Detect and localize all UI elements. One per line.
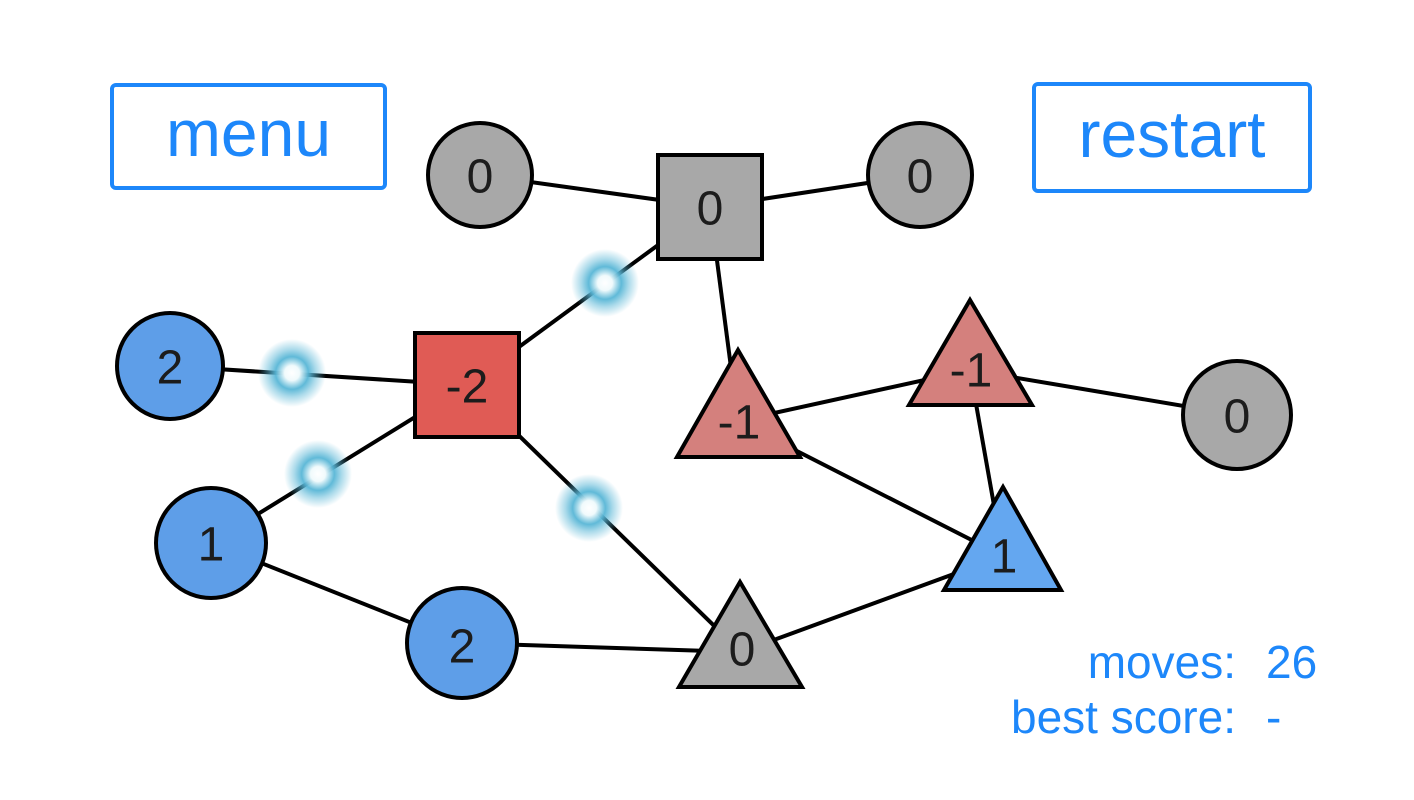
node-blue-triangle-right[interactable]: 1 [940,482,1065,592]
node-value: 0 [697,183,724,236]
node-value: 0 [907,151,934,204]
glow-layer [258,249,639,542]
node-red-triangle-right[interactable]: -1 [905,296,1036,407]
best-score-value: - [1266,691,1282,743]
best-score-label: best score: [1011,691,1236,743]
node-value: 2 [157,342,184,395]
node-value: 1 [991,531,1018,584]
edge-glow-marker[interactable] [258,339,326,407]
edge-glow-marker[interactable] [555,474,623,542]
node-blue-circle-left[interactable]: 2 [115,311,225,421]
node-gray-square-top[interactable]: 0 [656,153,764,261]
edge-glow-marker[interactable] [284,440,352,508]
node-value: 2 [449,621,476,674]
node-red-triangle-middle[interactable]: -1 [673,345,804,459]
node-value: 0 [729,624,756,677]
node-value: -2 [446,361,489,414]
edge-glow-marker[interactable] [571,249,639,317]
node-value: -1 [950,345,993,398]
node-blue-circle-bottom[interactable]: 2 [405,586,519,700]
moves-label: moves: [1087,636,1236,688]
node-gray-triangle-bottom[interactable]: 0 [675,578,806,689]
node-gray-circle-top-left[interactable]: 0 [426,121,534,229]
node-blue-circle-mid-left[interactable]: 1 [154,486,268,600]
node-gray-circle-top-right[interactable]: 0 [866,121,974,229]
node-value: 0 [1224,391,1251,444]
node-layer: 0 0 0 2 -2 -1 [115,121,1293,700]
score-panel: moves: 26 best score: - [1011,636,1338,744]
menu-button[interactable]: menu [110,83,387,190]
node-red-square-center[interactable]: -2 [413,331,521,439]
node-value: -1 [718,397,761,450]
node-value: 1 [198,519,225,572]
node-value: 0 [467,151,494,204]
moves-value: 26 [1266,636,1318,688]
node-gray-circle-far-right[interactable]: 0 [1181,359,1293,471]
restart-button[interactable]: restart [1032,82,1312,193]
